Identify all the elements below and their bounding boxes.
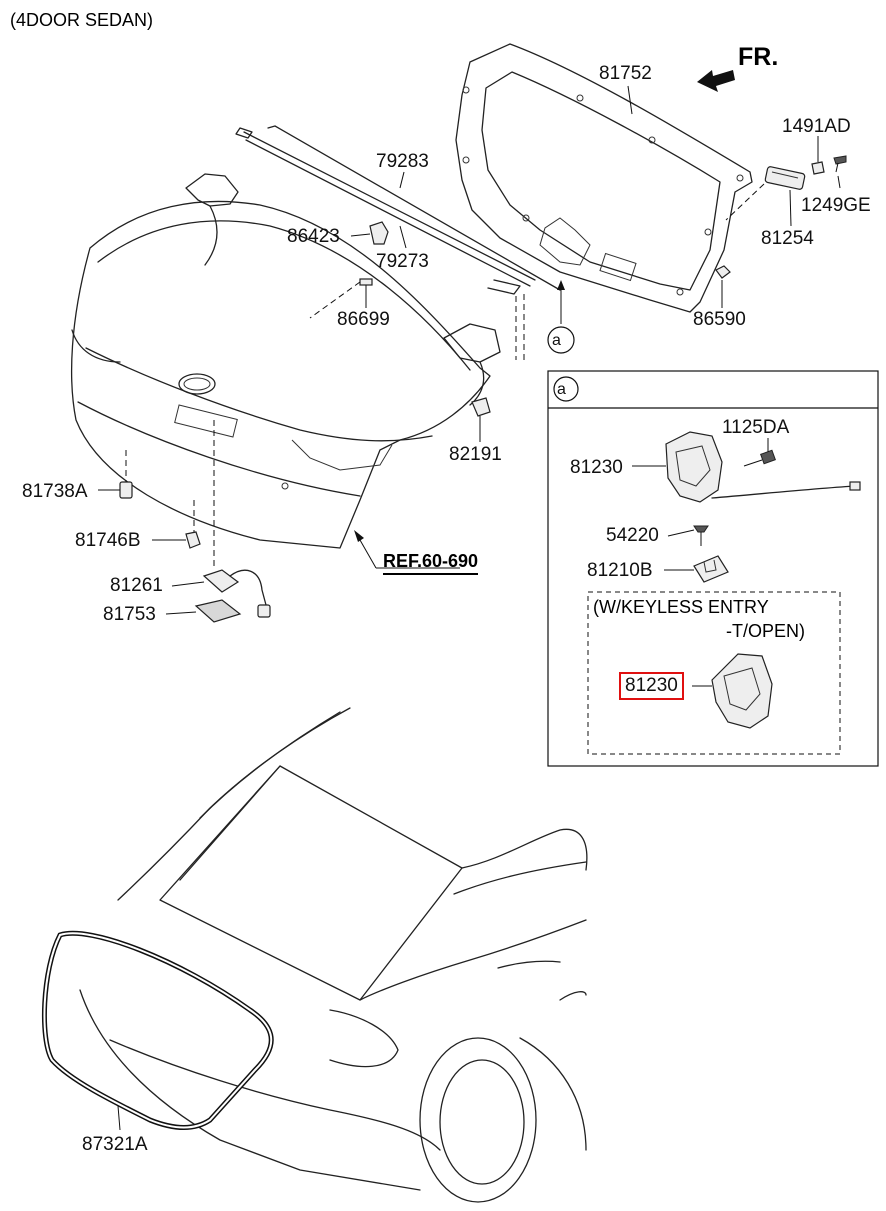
part-label-81230-keyless-highlighted[interactable]: 81230 bbox=[619, 672, 684, 700]
bumper-stop-82191-icon bbox=[471, 397, 491, 417]
part-label-81753[interactable]: 81753 bbox=[103, 604, 156, 625]
keyless-note-line1: (W/KEYLESS ENTRY bbox=[593, 597, 769, 617]
front-direction-arrow-icon bbox=[697, 70, 735, 92]
clip-86423-icon bbox=[369, 221, 389, 245]
striker-81210b bbox=[664, 555, 729, 583]
part-label-79283[interactable]: 79283 bbox=[376, 151, 429, 172]
clip-1491ad-icon bbox=[811, 161, 825, 175]
part-label-81752[interactable]: 81752 bbox=[599, 63, 652, 84]
screw-1249ge-icon bbox=[833, 155, 847, 173]
part-label-54220[interactable]: 54220 bbox=[606, 525, 659, 546]
front-direction-label: FR. bbox=[738, 43, 779, 71]
callout-circle bbox=[547, 326, 575, 354]
part-label-87321a[interactable]: 87321A bbox=[82, 1134, 148, 1155]
fastener-86590-icon bbox=[715, 265, 731, 279]
trunk-hinge-right bbox=[443, 323, 501, 406]
variant-title: (4DOOR SEDAN) bbox=[10, 10, 154, 30]
part-label-81738a[interactable]: 81738A bbox=[22, 481, 88, 502]
keyless-note-line2: -T/OPEN) bbox=[726, 621, 805, 641]
part-label-82191[interactable]: 82191 bbox=[449, 444, 502, 465]
bolt-1125da-icon bbox=[743, 438, 776, 467]
part-label-79273[interactable]: 79273 bbox=[376, 251, 429, 272]
license-lamp-assembly bbox=[194, 420, 271, 623]
part-label-1125da[interactable]: 1125DA bbox=[722, 417, 790, 438]
detail-box bbox=[547, 370, 879, 767]
trunk-latch bbox=[632, 431, 861, 503]
detail-box-symbol: a bbox=[557, 381, 566, 398]
bolt-86699-icon bbox=[359, 278, 373, 302]
keyless-trunk-latch bbox=[692, 653, 773, 729]
part-label-86590[interactable]: 86590 bbox=[693, 309, 746, 330]
part-label-1491ad[interactable]: 1491AD bbox=[782, 116, 851, 137]
trunk-lid bbox=[70, 200, 491, 549]
clip-81746b-icon bbox=[185, 500, 201, 549]
part-label-86699[interactable]: 86699 bbox=[337, 309, 390, 330]
car-rear-view bbox=[79, 707, 588, 1203]
bumper-81738a-icon bbox=[119, 450, 133, 499]
reference-link[interactable]: REF.60-690 bbox=[383, 551, 479, 575]
part-label-81261[interactable]: 81261 bbox=[110, 575, 163, 596]
part-label-81210b[interactable]: 81210B bbox=[587, 560, 653, 581]
trunk-hinge-left bbox=[185, 173, 239, 266]
trunk-weatherstrip bbox=[41, 930, 274, 1131]
part-label-81230[interactable]: 81230 bbox=[570, 457, 623, 478]
part-label-81254[interactable]: 81254 bbox=[761, 228, 814, 249]
leader-lines bbox=[98, 85, 841, 615]
torsion-bars bbox=[235, 125, 561, 295]
part-label-81746b[interactable]: 81746B bbox=[75, 530, 141, 551]
trunk-lid-trim-panel bbox=[455, 43, 753, 313]
part-label-86423[interactable]: 86423 bbox=[287, 226, 340, 247]
callout-symbol[interactable]: a bbox=[552, 332, 561, 349]
part-label-1249ge[interactable]: 1249GE bbox=[801, 195, 871, 216]
screw-54220-icon bbox=[667, 525, 709, 546]
trunk-switch bbox=[764, 166, 806, 190]
